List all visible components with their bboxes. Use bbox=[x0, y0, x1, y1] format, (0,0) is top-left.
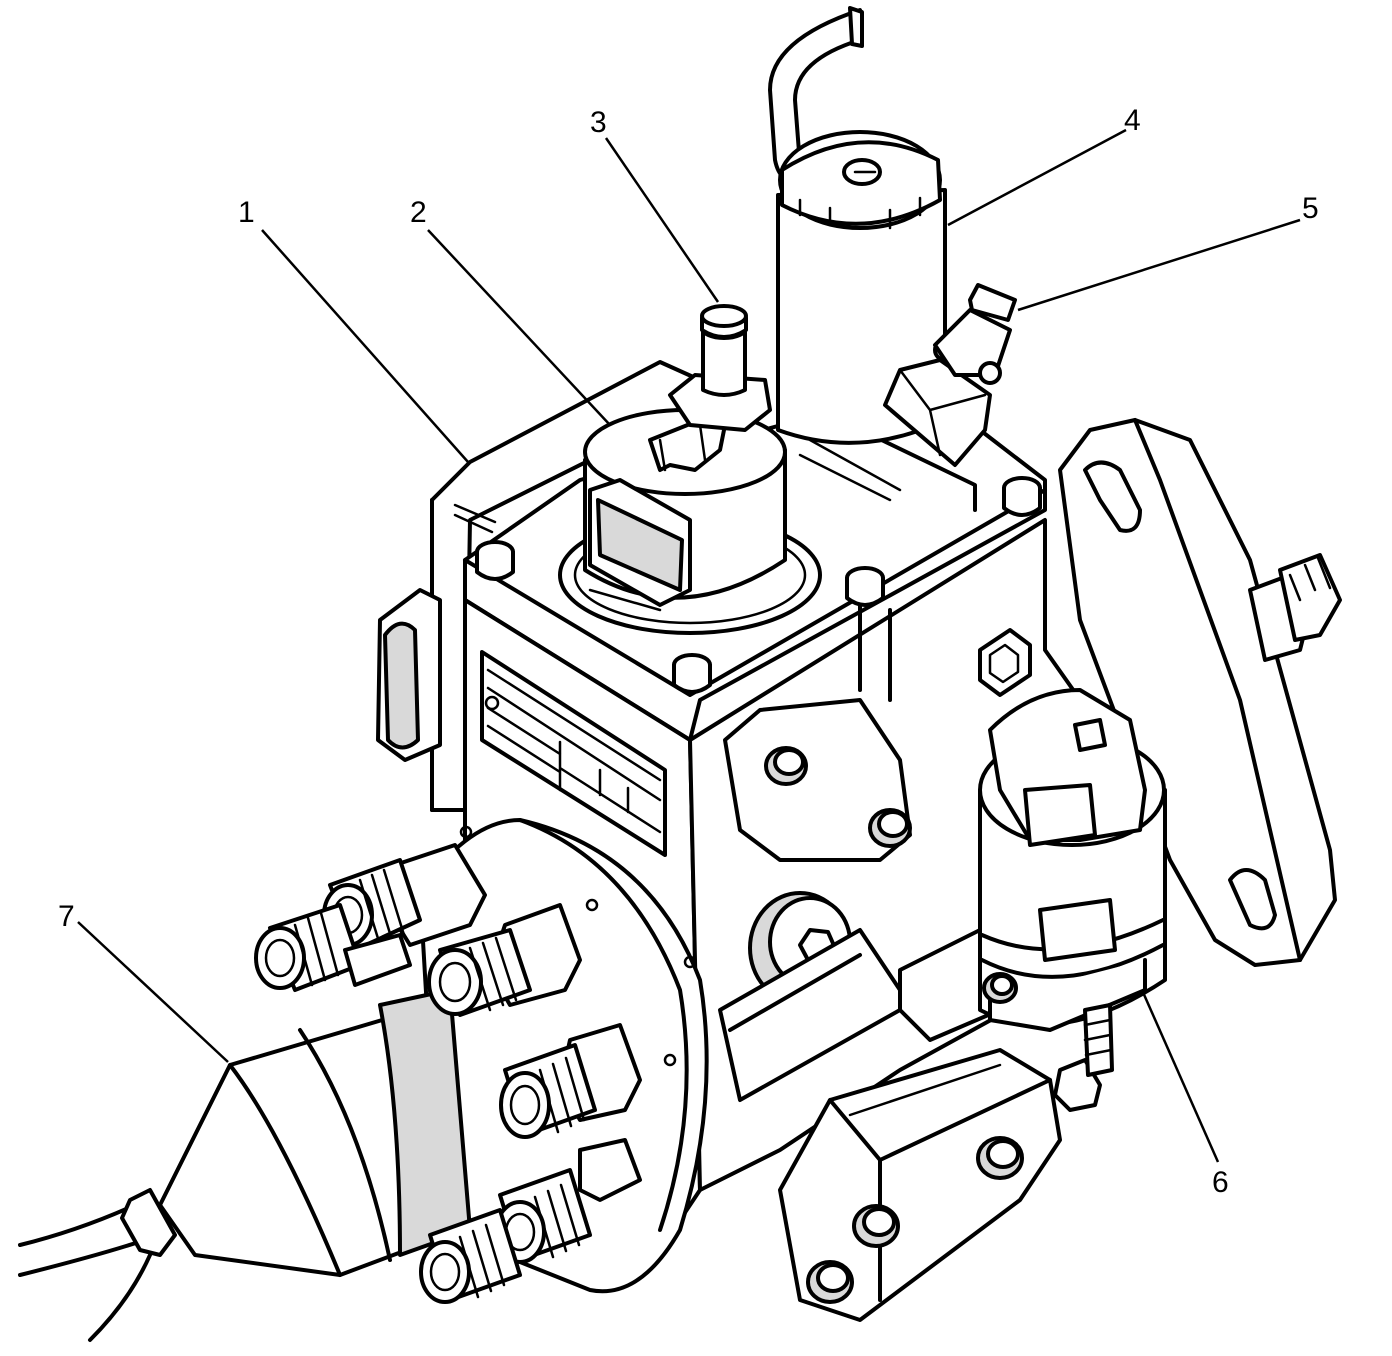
leader-6 bbox=[1140, 989, 1220, 1163]
bleed-fitting bbox=[883, 283, 1017, 467]
leader-lines bbox=[77, 128, 1301, 1163]
leader-5 bbox=[1017, 218, 1301, 312]
leader-1 bbox=[261, 229, 469, 463]
callout-2: 2 bbox=[410, 196, 427, 229]
callout-3: 3 bbox=[590, 106, 607, 139]
outlet-fitting bbox=[499, 1023, 642, 1139]
side-cover bbox=[723, 698, 912, 862]
data-plate bbox=[480, 650, 667, 857]
electrical-connector bbox=[558, 408, 822, 635]
callout-1: 1 bbox=[238, 196, 255, 229]
callout-7: 7 bbox=[58, 900, 75, 933]
callout-5: 5 bbox=[1302, 192, 1319, 225]
bottom-cover bbox=[778, 1048, 1102, 1322]
outlet-fitting bbox=[427, 903, 582, 1017]
outlet-fittings bbox=[254, 843, 642, 1304]
outlet-fitting bbox=[322, 843, 487, 952]
shutoff-stud bbox=[668, 304, 772, 432]
leader-4 bbox=[947, 128, 1127, 227]
leader-3 bbox=[604, 137, 720, 303]
mounting-flange bbox=[1058, 418, 1342, 967]
callout-4: 4 bbox=[1124, 104, 1141, 137]
leader-2 bbox=[427, 229, 611, 426]
timing-sensor bbox=[978, 688, 1167, 1077]
callout-6: 6 bbox=[1212, 1166, 1229, 1199]
callout-labels: 1 2 3 4 5 6 7 bbox=[58, 104, 1319, 1199]
bolt-heads bbox=[475, 476, 1042, 694]
cone-sensor-housing bbox=[18, 988, 472, 1342]
outlet-fitting bbox=[419, 1208, 522, 1304]
leader-7 bbox=[77, 921, 229, 1063]
fuel-solenoid bbox=[768, 6, 947, 445]
outlet-fitting bbox=[254, 903, 412, 992]
lower-bracket bbox=[718, 928, 1002, 1102]
